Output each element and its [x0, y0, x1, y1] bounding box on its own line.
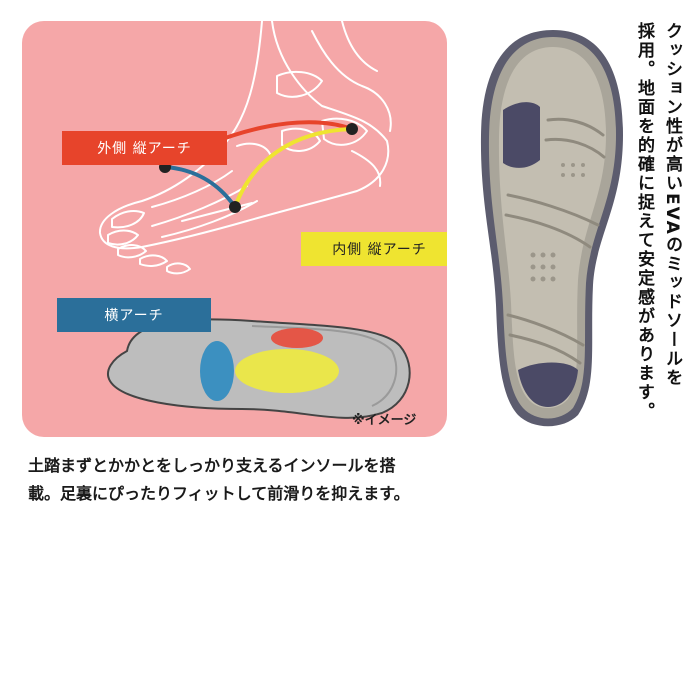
- transverse-arch-label: 横アーチ: [57, 298, 211, 332]
- midsole-description-line-1: クッション性が高いEVAのミッドソールを: [662, 22, 682, 388]
- image-note: ※イメージ: [352, 413, 417, 428]
- arch-point-heel: [346, 123, 358, 135]
- shoe-sole-image: [480, 30, 623, 427]
- arch-illustration-panel: 外側 縦アーチ 内側 縦アーチ 横アーチ ※イメージ: [22, 21, 447, 437]
- insole-illustration: [107, 318, 411, 419]
- description-line-1: 土踏まずとかかとをしっかり支えるインソールを搭: [28, 456, 396, 475]
- outer-arch-label: 外側 縦アーチ: [62, 131, 227, 165]
- midsole-description-line-2: 採用。地面を的確に捉えて安定感があります。: [634, 22, 654, 421]
- description-line-2: 載。足裏にぴったりフィットして前滑りを抑えます。: [28, 484, 410, 503]
- transverse-arch-curve: [164, 165, 237, 209]
- inner-arch-label: 内側 縦アーチ: [301, 232, 447, 266]
- foot-skeleton-illustration: [98, 21, 411, 419]
- arch-point-middle: [229, 201, 241, 213]
- insole-description: 土踏まずとかかとをしっかり支えるインソールを搭 載。足裏にぴったりフィットして前…: [28, 452, 438, 508]
- inner-arch-curve: [233, 127, 353, 208]
